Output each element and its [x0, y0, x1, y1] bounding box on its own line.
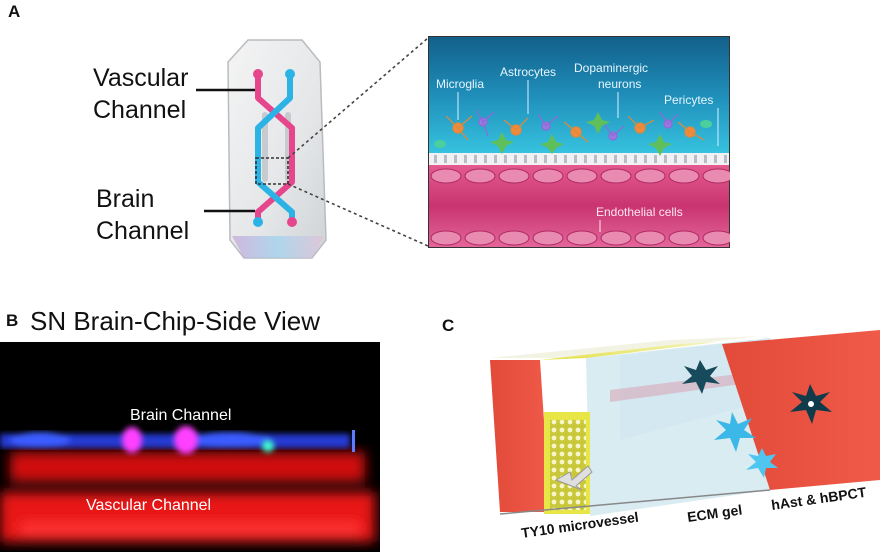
- blue-streak: [352, 430, 355, 452]
- panel-b-letter: B: [6, 311, 19, 330]
- brain-inlet-port: [285, 69, 295, 79]
- chip-body: [227, 39, 327, 259]
- endothelial-label: Endothelial cells: [596, 205, 683, 219]
- panel-a-letter: A: [8, 2, 21, 21]
- chip-slot-left: [262, 112, 268, 182]
- microglia-label: Microglia: [436, 77, 484, 91]
- microvessel-lumen: [550, 420, 586, 510]
- brain-outlet-port: [253, 217, 263, 227]
- fluorescence-side-view-image: Brain Channel Vascular Channel: [0, 342, 380, 552]
- vascular-channel-image-label: Vascular Channel: [86, 497, 211, 514]
- vascular-red-signal: [0, 452, 375, 542]
- vascular-channel-label-line2: Channel: [93, 96, 187, 124]
- microvessel-top: [540, 342, 718, 360]
- organ-chip-illustration: [196, 37, 429, 259]
- vascular-inlet-port: [253, 69, 263, 79]
- brain-channel-image-label: Brain Channel: [130, 407, 231, 424]
- panel-c-letter: C: [442, 316, 455, 335]
- vascular-outlet-port: [287, 217, 297, 227]
- vascular-channel-label-line1: Vascular: [93, 64, 189, 92]
- endothelial-cells: [430, 168, 730, 246]
- chip-edge-highlight: [232, 236, 324, 258]
- astrocytes-label: Astrocytes: [500, 65, 556, 79]
- vascular-channel-path: [255, 71, 295, 225]
- astrocyte-pericyte-cells: [682, 360, 832, 478]
- ecm-pink-band: [610, 370, 770, 402]
- cell-layer-zoom-illustration: Microglia Astrocytes Dopaminergic neuron…: [428, 36, 730, 248]
- zoom-line-bottom: [287, 183, 429, 247]
- brain-channel-label-line1: Brain: [96, 185, 155, 213]
- microvessel-3d-illustration: TY10 microvessel ECM gel hAst & hBPCT: [490, 330, 880, 541]
- ecm-gel-label: ECM gel: [686, 501, 743, 525]
- label-leader-lines: [457, 80, 719, 146]
- brain-channel-label-line2: Channel: [96, 217, 190, 245]
- dopaminergic-label-line2: neurons: [598, 77, 641, 91]
- pericytes-label: Pericytes: [664, 93, 713, 107]
- zoom-line-top: [287, 37, 429, 159]
- chip-base-edge: [499, 489, 771, 515]
- membrane-pores: [434, 155, 727, 163]
- brain-cells: [434, 109, 712, 156]
- top-surface: [490, 336, 760, 358]
- panel-b-title: SN Brain-Chip-Side View: [30, 306, 320, 336]
- flow-arrow-icon: [554, 465, 593, 491]
- magenta-cell-signal: [122, 426, 274, 454]
- left-wall: [490, 360, 550, 512]
- brain-channel-path: [255, 71, 295, 225]
- zoom-region-box: [255, 157, 289, 185]
- dopaminergic-label-line1: Dopaminergic: [574, 61, 648, 75]
